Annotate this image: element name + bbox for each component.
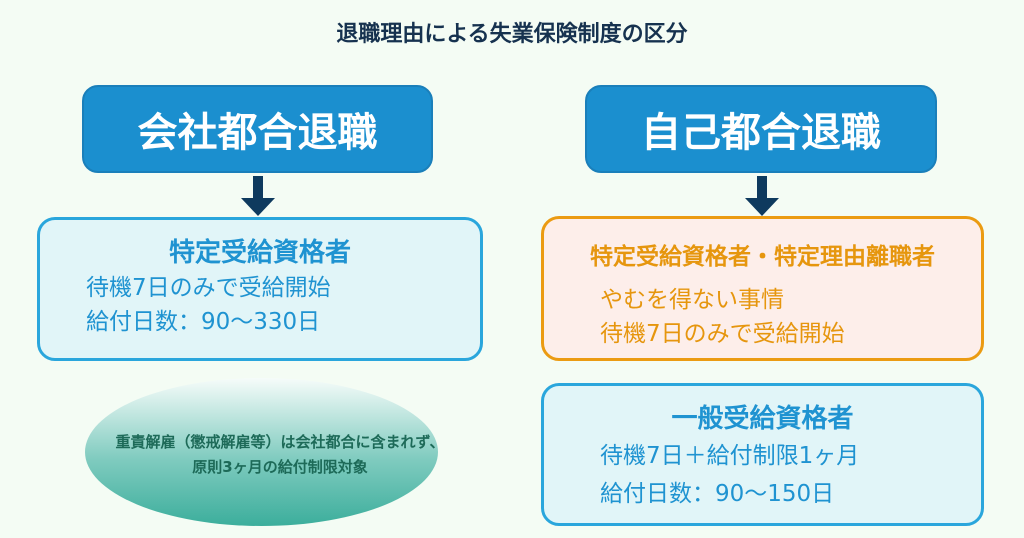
box-line: 待機7日のみで受給開始 <box>86 275 331 301</box>
box-line: やむを得ない事情 <box>600 287 784 313</box>
box-title: 特定受給資格者・特定理由離職者 <box>590 244 935 270</box>
specific-reason-box: 特定受給資格者・特定理由離職者 やむを得ない事情 待機7日のみで受給開始 <box>541 216 984 361</box>
box-title: 一般受給資格者 <box>671 404 854 434</box>
specific-qualified-box: 特定受給資格者 待機7日のみで受給開始 給付日数：90〜330日 <box>37 217 483 361</box>
note-text: 重責解雇（懲戒解雇等）は会社都合に含まれず、 原則3ヶ月の給付制限対象 <box>40 430 520 480</box>
box-line: 待機7日＋給付制限1ヶ月 <box>600 443 860 469</box>
box-line: 給付日数：90〜150日 <box>600 481 835 507</box>
down-arrow-icon <box>241 176 275 216</box>
note-ellipse <box>85 378 438 526</box>
self-reason-header: 自己都合退職 <box>585 85 937 173</box>
page-title: 退職理由による失業保険制度の区分 <box>336 22 688 47</box>
company-reason-header: 会社都合退職 <box>82 85 433 173</box>
box-line: 待機7日のみで受給開始 <box>600 321 845 347</box>
note-line: 重責解雇（懲戒解雇等）は会社都合に含まれず、 <box>115 433 445 451</box>
box-title: 特定受給資格者 <box>168 238 351 268</box>
down-arrow-icon <box>745 176 779 216</box>
general-qualified-box: 一般受給資格者 待機7日＋給付制限1ヶ月 給付日数：90〜150日 <box>541 383 984 526</box>
note-line: 原則3ヶ月の給付制限対象 <box>192 458 368 476</box>
box-line: 給付日数：90〜330日 <box>86 309 321 335</box>
